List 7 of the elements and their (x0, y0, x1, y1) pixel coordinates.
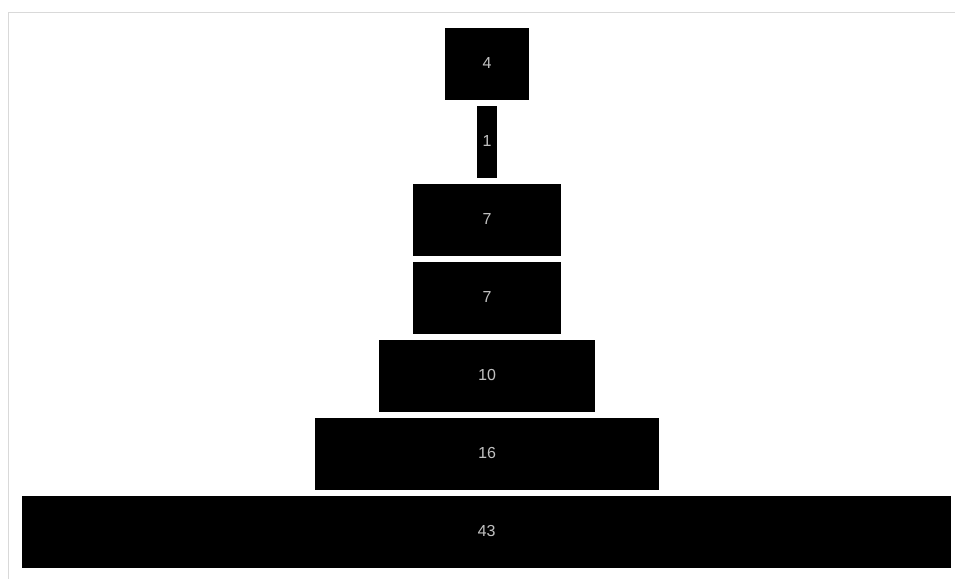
funnel-bar: 1 (477, 106, 497, 178)
funnel-bar: 7 (413, 184, 561, 256)
funnel-bar: 43 (22, 496, 951, 568)
funnel-bar: 4 (445, 28, 529, 100)
funnel-bar: 10 (379, 340, 595, 412)
funnel-bar: 7 (413, 262, 561, 334)
funnel-bar: 16 (315, 418, 659, 490)
